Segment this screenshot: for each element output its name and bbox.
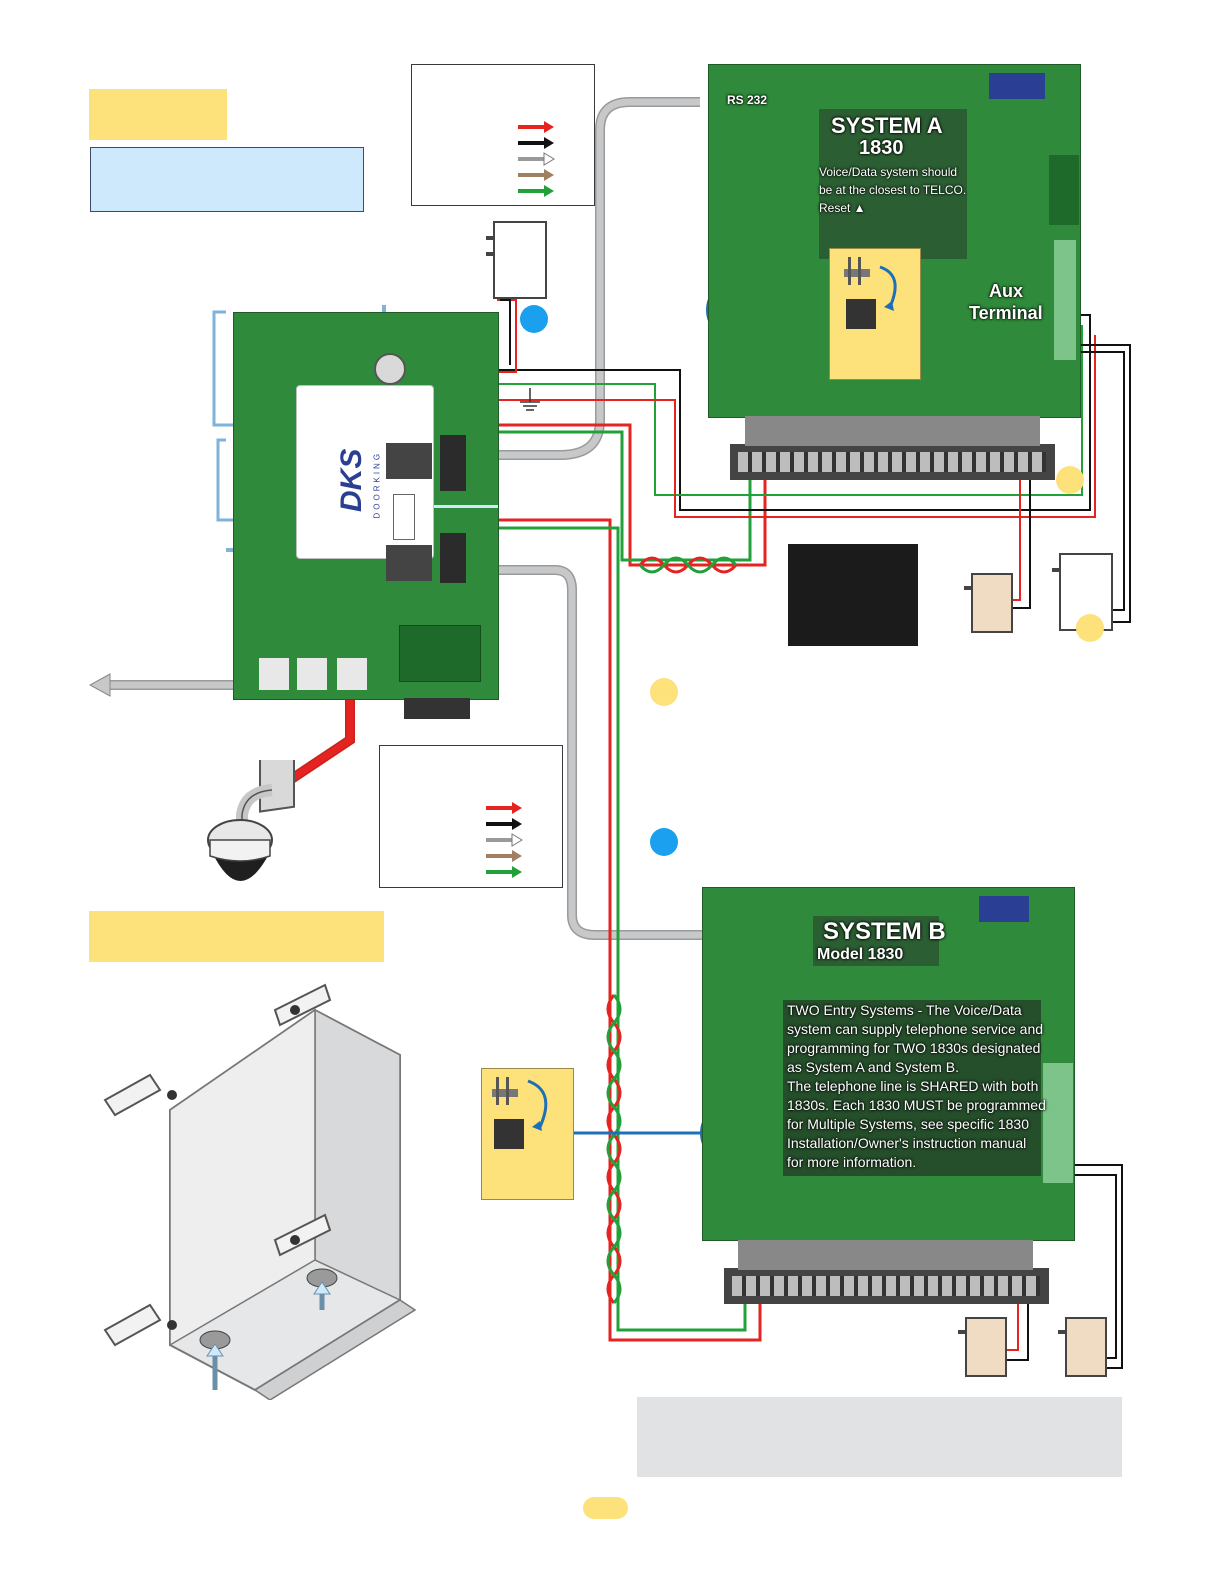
system-a-board: RS 232 SYSTEM A 1830 Voice/Data system s… [708, 64, 1081, 418]
system-b-note-line-7: for Multiple Systems, see specific 1830 [787, 1116, 1029, 1132]
header-tag [89, 89, 227, 140]
footer-note [637, 1397, 1122, 1477]
marker-blue-2 [650, 828, 678, 856]
aux-terminal-line2: Terminal [969, 303, 1043, 323]
ground-icon [520, 388, 540, 411]
system-b-note-line-4: as System A and System B. [787, 1059, 959, 1075]
system-a-note: Voice/Data system should be at the close… [819, 165, 967, 215]
wire-legend-top [411, 64, 595, 206]
jumper-detail-b [481, 1068, 574, 1200]
system-b-note-line-1: TWO Entry Systems - The Voice/Data [787, 1002, 1022, 1018]
red-wire-a [498, 423, 767, 567]
system-b-model: Model 1830 [817, 946, 904, 963]
aux-terminal-line1: Aux [989, 281, 1024, 301]
dks-logo: DKS [335, 448, 368, 512]
rs232-label: RS 232 [727, 93, 768, 107]
marker-blue-1 [520, 305, 548, 333]
system-a-title: SYSTEM A [831, 113, 943, 138]
green-wire-b [498, 526, 747, 1332]
enclosure-tag [89, 911, 384, 962]
system-b-board: SYSTEM B Model 1830 TWO Entry Systems - … [702, 887, 1075, 1241]
system-b-note [783, 1000, 1041, 1176]
black-panel [788, 544, 918, 646]
doorking-text: DOORKING [372, 450, 382, 519]
system-b-note-line-3: programming for TWO 1830s designated [787, 1040, 1041, 1056]
wire-legend-bottom [379, 745, 563, 888]
transformer-icon [486, 221, 547, 299]
transformer-icon [958, 1317, 1007, 1377]
legend-arrows-icon [486, 802, 523, 878]
camera-icon [207, 760, 295, 881]
transformer-icon [1058, 1317, 1107, 1377]
jumper-icon [844, 257, 897, 329]
red-wire-b [498, 518, 762, 1342]
system-b-note-line-6: 1830s. Each 1830 MUST be programmed [787, 1097, 1046, 1113]
terminal-strip-b [724, 1268, 1049, 1304]
marker-yellow-1 [1056, 466, 1084, 494]
green-wire-a [498, 430, 752, 562]
page-number-pill [583, 1497, 628, 1519]
system-b-note-line-9: for more information. [787, 1154, 917, 1170]
terminal-strip-a [730, 444, 1055, 480]
jumper-icon [492, 1077, 548, 1149]
transformer-icon [964, 573, 1013, 633]
enclosure-icon [103, 983, 417, 1400]
system-a-model: 1830 [859, 137, 904, 159]
system-b-note-line-2: system can supply telephone service and [787, 1021, 1044, 1037]
marker-yellow-3 [650, 678, 678, 706]
legend-arrows-icon [518, 121, 555, 197]
info-note [90, 147, 364, 212]
rs232-cable-b [498, 565, 705, 940]
system-b-note-line-8: Installation/Owner's instruction manual [787, 1135, 1027, 1151]
jumper-detail-a [829, 248, 921, 380]
dks-voice-data-board: DKS DOORKING [233, 312, 499, 700]
system-b-title: SYSTEM B [823, 918, 946, 945]
marker-yellow-2 [1076, 614, 1104, 642]
system-b-note-line-5: The telephone line is SHARED with both [787, 1078, 1039, 1094]
